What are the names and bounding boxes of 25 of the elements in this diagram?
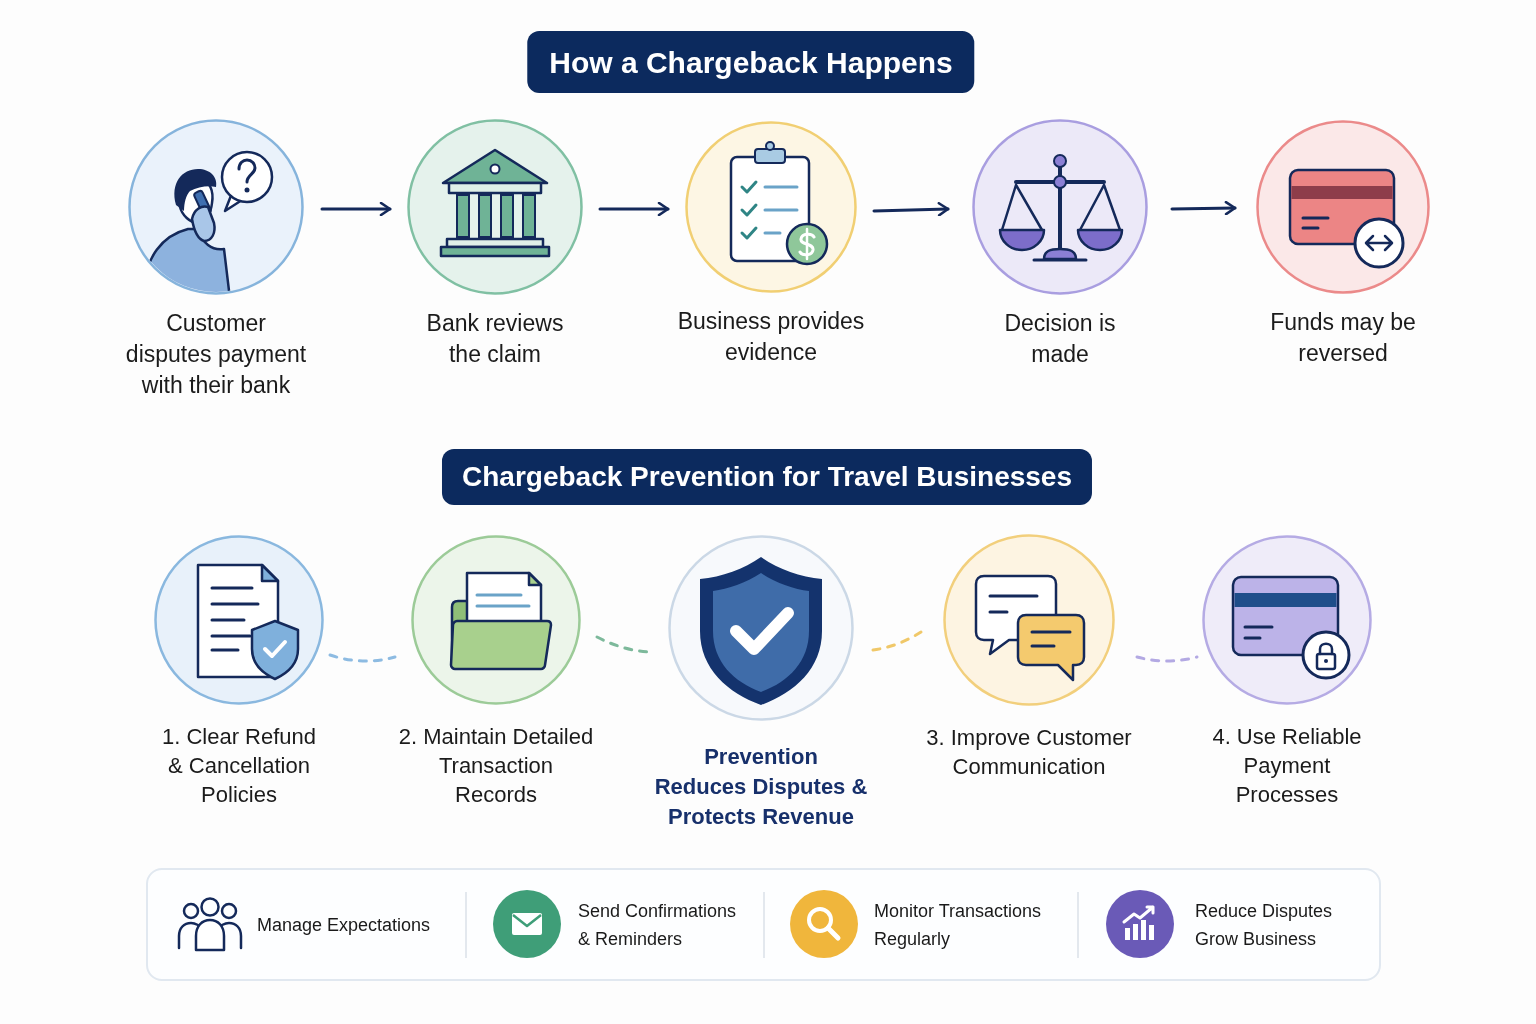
step-label: Customer disputes payment with their bank bbox=[124, 309, 308, 400]
section-banner: Chargeback Prevention for Travel Businesses bbox=[442, 449, 1092, 505]
arrow bbox=[598, 201, 670, 217]
step-label: 2. Maintain Detailed Transaction Records bbox=[397, 723, 595, 809]
tip-text: Reduce Disputes Grow Business bbox=[1195, 899, 1334, 951]
step-label: 4. Use Reliable Payment Processes bbox=[1211, 723, 1363, 809]
step-label: Funds may be reversed bbox=[1269, 308, 1417, 368]
step-label: Decision is made bbox=[1003, 309, 1117, 369]
dashed-connector bbox=[328, 653, 397, 663]
tip-text: Manage Expectations bbox=[257, 913, 431, 937]
step-label: 1. Clear Refund & Cancellation Policies bbox=[160, 723, 318, 809]
dashed-connector bbox=[595, 635, 651, 654]
arrow bbox=[320, 201, 392, 217]
step-label: 3. Improve Customer Communication bbox=[925, 724, 1133, 781]
step-label: Business provides evidence bbox=[676, 307, 866, 367]
tip-text: Monitor Transactions Regularly bbox=[874, 899, 1043, 951]
dashed-connector bbox=[1135, 655, 1199, 663]
step-label: Bank reviews the claim bbox=[425, 309, 565, 369]
arrow bbox=[1170, 200, 1237, 216]
callout-heading: Prevention bbox=[703, 743, 819, 771]
section-banner: How a Chargeback Happens bbox=[527, 31, 975, 93]
callout-text: Reduces Disputes & Protects Revenue bbox=[653, 773, 869, 831]
arrow bbox=[872, 201, 950, 217]
dashed-connector bbox=[871, 630, 923, 652]
tip-text: Send Confirmations & Reminders bbox=[578, 899, 738, 951]
